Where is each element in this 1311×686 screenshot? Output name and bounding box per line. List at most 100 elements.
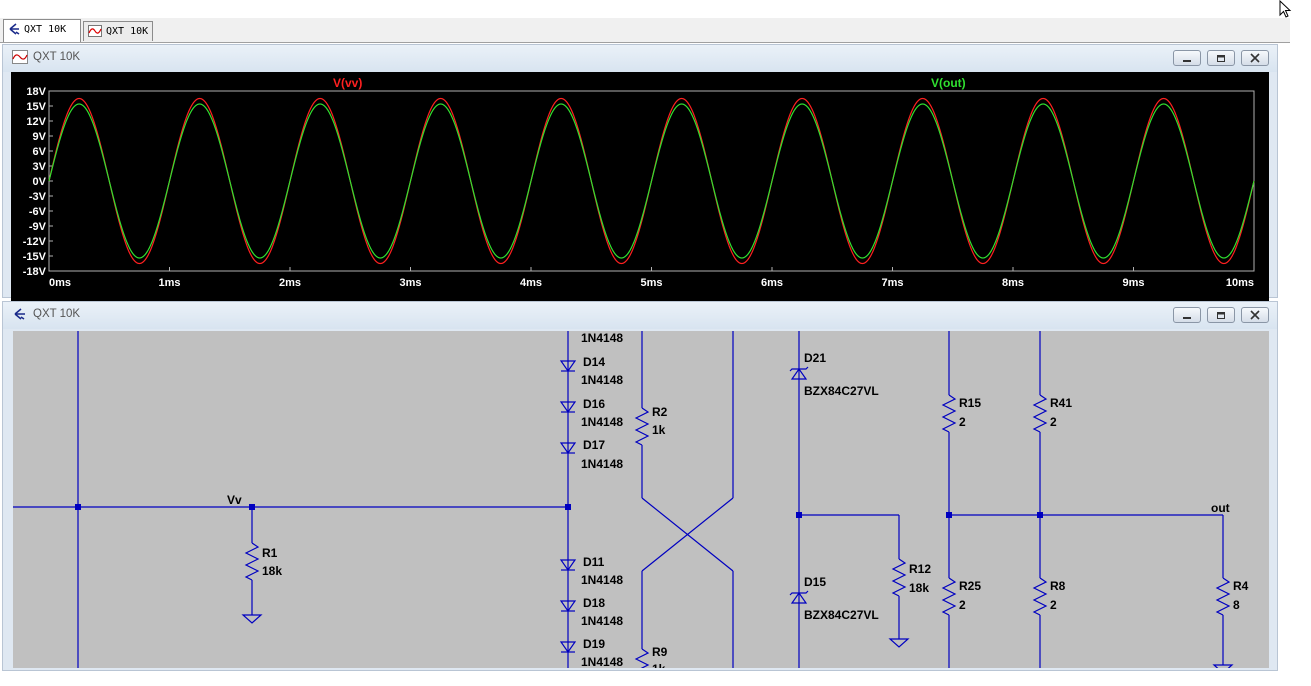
junction-dot	[565, 504, 571, 510]
net-label-vv: Vv	[227, 493, 242, 507]
waveform-window-titlebar[interactable]: QXT 10K	[3, 45, 1277, 72]
schematic-canvas[interactable]: 1N4148 D14 1N4148 D16 1N4148 D17 1N4148 …	[13, 331, 1269, 668]
label-d18: D18	[583, 596, 606, 610]
legend-v-out[interactable]: V(out)	[931, 76, 966, 90]
net-label-out: out	[1211, 501, 1230, 515]
label-r1-value: 18k	[262, 564, 283, 578]
y-tick-label: 9V	[33, 131, 47, 143]
junction-dot	[1037, 512, 1043, 518]
zener-d21[interactable]	[789, 366, 809, 380]
label-r15: R15	[959, 396, 982, 410]
schematic-window-titlebar[interactable]: QXT 10K	[3, 302, 1277, 329]
y-tick-label: 15V	[26, 101, 46, 113]
x-tick-label: 10ms	[1226, 277, 1254, 289]
label-model: 1N4148	[581, 457, 624, 471]
label-d15: D15	[804, 575, 827, 589]
ground-icon[interactable]	[241, 614, 263, 624]
label-r15-value: 2	[959, 415, 966, 429]
resistor-r4[interactable]	[1215, 577, 1231, 616]
document-tab-strip: QXT 10K QXT 10K	[0, 18, 1290, 43]
resistor-r12[interactable]	[891, 558, 907, 597]
label-d14: D14	[583, 355, 606, 369]
y-tick-label: -3V	[29, 191, 47, 203]
x-tick-label: 8ms	[1002, 277, 1024, 289]
resistor-r9[interactable]	[634, 648, 650, 668]
diode-d16[interactable]	[559, 401, 577, 414]
label-d16: D16	[583, 397, 606, 411]
label-model: 1N4148	[581, 415, 624, 429]
label-d21: D21	[804, 351, 827, 365]
label-model: BZX84C27VL	[804, 608, 879, 622]
y-tick-label: 18V	[26, 86, 46, 98]
y-tick-label: 3V	[33, 161, 47, 173]
y-tick-label: -15V	[23, 251, 47, 263]
zener-d15[interactable]	[789, 590, 809, 604]
junction-dot	[796, 512, 802, 518]
label-r41: R41	[1050, 396, 1073, 410]
x-tick-label: 1ms	[158, 277, 180, 289]
label-r9-value: 1k	[652, 662, 665, 668]
minimize-button[interactable]	[1173, 50, 1201, 66]
x-tick-label: 9ms	[1122, 277, 1144, 289]
x-tick-label: 7ms	[881, 277, 903, 289]
resistor-r41[interactable]	[1032, 394, 1048, 433]
label-d17: D17	[583, 438, 606, 452]
label-r12: R12	[909, 562, 932, 576]
close-button[interactable]	[1241, 50, 1269, 66]
schematic-drawing[interactable]	[13, 331, 1269, 668]
legend-v-vv[interactable]: V(vv)	[333, 76, 363, 90]
label-r2: R2	[652, 405, 668, 419]
y-tick-label: -18V	[23, 266, 47, 278]
label-r12-value: 18k	[909, 581, 930, 595]
y-tick-label: 6V	[33, 146, 47, 158]
restore-icon	[1217, 55, 1225, 62]
ground-icon[interactable]	[888, 638, 910, 648]
junction-dot	[75, 504, 81, 510]
diode-d11[interactable]	[559, 559, 577, 572]
diode-d18[interactable]	[559, 600, 577, 613]
label-d19: D19	[583, 637, 606, 651]
restore-button[interactable]	[1207, 307, 1235, 323]
minimize-icon	[1183, 317, 1191, 319]
window-title: QXT 10K	[33, 51, 81, 63]
waveform-icon	[12, 50, 28, 64]
tab-waveform[interactable]: QXT 10K	[83, 21, 153, 41]
label-r41-value: 2	[1050, 415, 1057, 429]
resistor-r1[interactable]	[244, 542, 260, 581]
x-tick-label: 2ms	[279, 277, 301, 289]
resistor-r2[interactable]	[634, 407, 650, 446]
close-button[interactable]	[1241, 307, 1269, 323]
label-d11: D11	[583, 555, 605, 569]
close-icon	[1250, 310, 1260, 320]
restore-icon	[1217, 312, 1225, 319]
x-tick-label: 5ms	[640, 277, 662, 289]
x-tick-label: 4ms	[520, 277, 542, 289]
restore-button[interactable]	[1207, 50, 1235, 66]
waveform-icon	[88, 25, 102, 37]
diode-d17[interactable]	[559, 442, 577, 455]
y-tick-label: -6V	[29, 206, 47, 218]
resistor-r8[interactable]	[1032, 577, 1048, 616]
resistor-r15[interactable]	[941, 394, 957, 433]
trace-v-out	[48, 103, 1255, 259]
y-tick-label: -12V	[23, 236, 47, 248]
y-tick-label: -9V	[29, 221, 47, 233]
label-r9: R9	[652, 645, 668, 659]
x-tick-label: 3ms	[399, 277, 421, 289]
wire[interactable]	[641, 497, 734, 572]
diode-d14[interactable]	[559, 360, 577, 373]
label-model: 1N4148	[581, 373, 624, 387]
label-model: BZX84C27VL	[804, 384, 879, 398]
label-r2-value: 1k	[652, 423, 666, 437]
tab-label: QXT 10K	[24, 24, 67, 35]
minimize-button[interactable]	[1173, 307, 1201, 323]
resistor-r25[interactable]	[941, 577, 957, 616]
tab-schematic[interactable]: QXT 10K	[3, 19, 81, 42]
ground-icon[interactable]	[1212, 664, 1234, 668]
tab-label: QXT 10K	[106, 26, 149, 37]
close-icon	[1250, 53, 1260, 63]
y-tick-label: 12V	[26, 116, 46, 128]
diode-d19[interactable]	[559, 641, 577, 654]
